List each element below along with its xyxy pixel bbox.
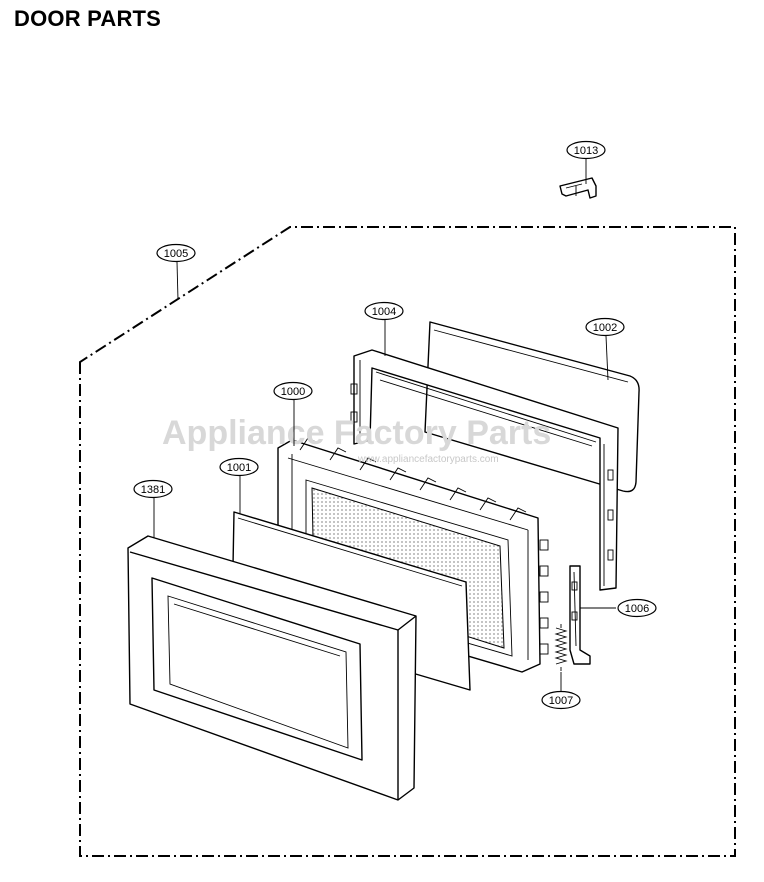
callout-1007-label: 1007	[549, 695, 573, 707]
callout-1013: 1013	[566, 140, 606, 160]
callout-1007: 1007	[541, 690, 581, 710]
part-1007-spring	[554, 624, 568, 671]
page-title: DOOR PARTS	[14, 6, 162, 31]
callout-1000-label: 1000	[281, 386, 305, 398]
watermark-text: Appliance Factory Parts	[162, 414, 551, 452]
callout-1000: 1000	[273, 381, 313, 401]
callout-1004: 1004	[364, 301, 404, 321]
callout-1005: 1005	[156, 243, 196, 263]
part-1013-clip	[559, 177, 597, 199]
callout-1004-label: 1004	[372, 306, 396, 318]
callout-1001-label: 1001	[227, 462, 251, 474]
callout-1006: 1006	[617, 598, 657, 618]
callout-1002-label: 1002	[593, 322, 617, 334]
callout-1381: 1381	[133, 479, 173, 499]
watermark-url: www.appliancefactoryparts.com	[357, 454, 499, 465]
assembly-boundary	[79, 226, 736, 857]
callout-1005-label: 1005	[164, 248, 188, 260]
part-1381-door-frame	[127, 535, 417, 801]
callout-1001: 1001	[219, 457, 259, 477]
part-1004-choke-frame	[350, 349, 619, 591]
callout-1381-label: 1381	[141, 484, 165, 496]
callout-1002: 1002	[585, 317, 625, 337]
callout-1006-label: 1006	[625, 603, 649, 615]
leader-lines	[153, 158, 616, 692]
callout-1013-label: 1013	[574, 145, 598, 157]
